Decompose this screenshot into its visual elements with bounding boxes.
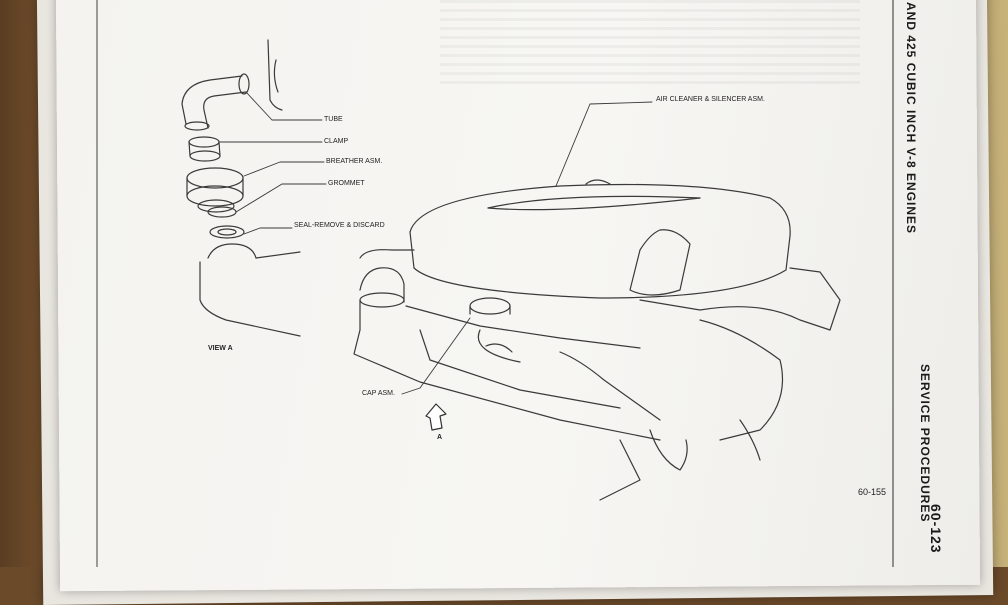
running-title: AND 425 CUBIC INCH V-8 ENGINES bbox=[904, 2, 918, 235]
clamp-part bbox=[188, 136, 221, 162]
breather-part bbox=[186, 167, 244, 213]
label-cap: CAP ASM. bbox=[362, 390, 395, 397]
page-frame-left bbox=[96, 0, 98, 567]
label-breather: BREATHER ASM. bbox=[326, 158, 383, 165]
engine-illustration bbox=[181, 39, 841, 501]
label-clamp: CLAMP bbox=[324, 138, 349, 145]
tube-part bbox=[181, 73, 250, 131]
label-arrow-a: A bbox=[437, 434, 443, 441]
leader-lines bbox=[219, 91, 653, 395]
label-air-cleaner: AIR CLEANER & SILENCER ASM. bbox=[656, 96, 765, 103]
page-frame-right bbox=[892, 0, 894, 567]
hose-lines bbox=[267, 39, 283, 111]
label-tube: TUBE bbox=[324, 116, 343, 123]
page-number: 60-123 bbox=[928, 504, 944, 554]
seal-part bbox=[199, 225, 301, 337]
bleed-through-text bbox=[440, 0, 860, 90]
label-seal: SEAL-REMOVE & DISCARD bbox=[294, 222, 385, 229]
label-view-a: VIEW A bbox=[208, 345, 233, 352]
air-cleaner-part bbox=[409, 179, 791, 299]
figure-number: 60-155 bbox=[858, 487, 887, 497]
engine-block bbox=[353, 229, 841, 501]
section-title: SERVICE PROCEDURES bbox=[918, 364, 932, 523]
view-arrow-a bbox=[425, 403, 447, 431]
label-grommet: GROMMET bbox=[328, 180, 365, 187]
